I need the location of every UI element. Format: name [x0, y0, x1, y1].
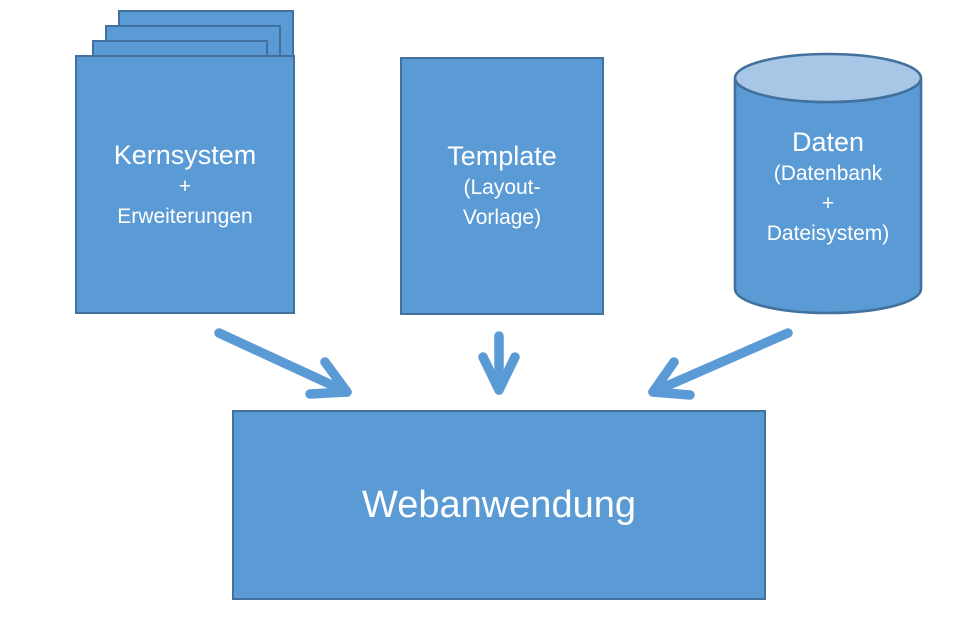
template-title: Template: [447, 141, 557, 171]
kernsystem-plus: +: [178, 174, 192, 198]
daten-sub-line1: (Datenbank: [773, 162, 883, 185]
cylinder-top: [733, 52, 923, 104]
kernsystem-title: Kernsystem: [113, 139, 257, 170]
arrow-kernsystem-to-webanwendung: [214, 328, 352, 399]
template-sub-line1: (Layout-: [463, 176, 541, 199]
daten-plus: +: [821, 192, 835, 215]
kernsystem-subtitle: Erweiterungen: [117, 204, 253, 228]
database-cylinder-icon: [733, 52, 923, 315]
arrow-daten-to-webanwendung: [648, 328, 793, 400]
daten-title: Daten: [791, 127, 865, 157]
daten-node: Daten (Datenbank + Dateisystem): [731, 62, 925, 312]
webanwendung-node: Webanwendung: [232, 410, 766, 600]
webanwendung-title: Webanwendung: [362, 484, 636, 526]
daten-sub-line2: Dateisystem): [766, 222, 890, 245]
kernsystem-node: Kernsystem + Erweiterungen: [75, 55, 295, 314]
template-sub-line2: Vorlage): [462, 206, 542, 229]
arrow-template-to-webanwendung: [478, 331, 520, 395]
template-node: Template (Layout- Vorlage): [400, 57, 604, 315]
